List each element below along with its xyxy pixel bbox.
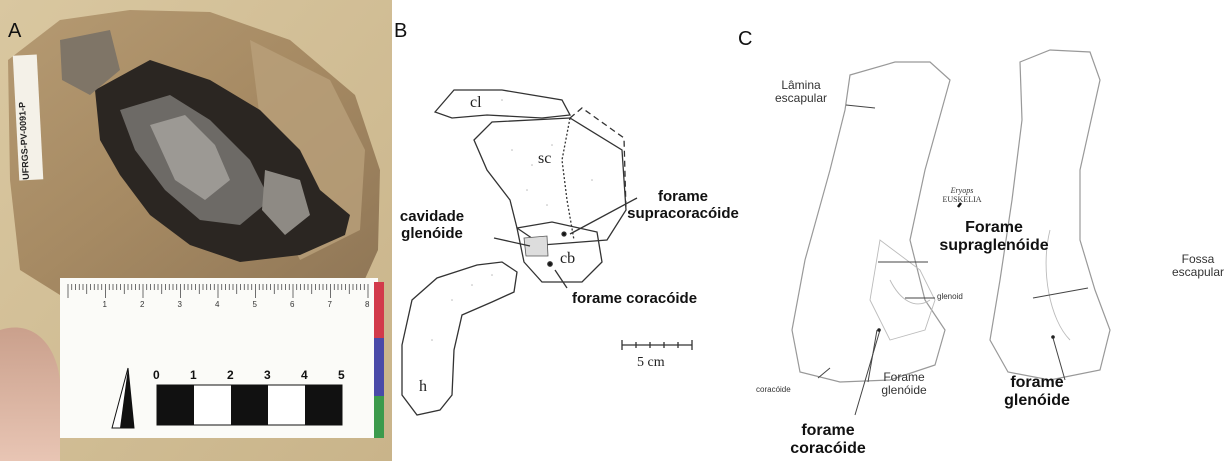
panel-b-letter: B (394, 20, 407, 42)
ruler-number: 2 (140, 301, 144, 310)
bar-scale-number: 4 (301, 369, 308, 382)
ruler-number: 8 (365, 301, 369, 310)
supracoracoid-foramen-dot (562, 232, 566, 236)
ruler-number: 5 (253, 301, 257, 310)
label-h: h (419, 378, 427, 396)
panel-a-letter: A (8, 20, 21, 42)
label-coracoide-small: coracóide (756, 386, 791, 395)
bar-scale-number: 3 (264, 369, 271, 382)
label-forame-glenoide-small: Forame glenóide (881, 371, 926, 397)
ruler-number: 7 (328, 301, 332, 310)
label-forame-coracoide: forame coracóide (572, 291, 697, 308)
label-sc: sc (538, 150, 551, 168)
left-scapula-outline (792, 62, 950, 382)
label-forame-glenoide-bold: forame glenóide (1004, 374, 1070, 409)
label-cl: cl (470, 94, 482, 112)
label-forame-supracoracoide: forame supracoracóide (627, 189, 739, 222)
panel-c-scapula-views: C Lâmina escapular Eryops EUSKELIA Foram… (750, 0, 1231, 461)
coracoid-foramen-dot (548, 262, 552, 266)
bar-scale-number: 1 (190, 369, 197, 382)
panel-b-drawing: B cl sc cb h cavidade glenóide forame su… (392, 0, 750, 461)
label-cb: cb (560, 250, 575, 268)
label-forame-coracoide-bold: forame coracóide (790, 422, 866, 457)
bar-scale-number: 2 (227, 369, 234, 382)
label-fossa-escapular: Fossa escapular (1172, 253, 1224, 279)
ruler-number: 3 (178, 301, 182, 310)
glenoid-foramen-dot (1051, 335, 1055, 339)
label-forame-supraglenoide: Forame supraglenóide (939, 219, 1048, 254)
bar-scale-number: 5 (338, 369, 345, 382)
scale-bar-label: 5 cm (637, 355, 665, 370)
panel-c-letter: C (738, 28, 752, 50)
fossil-photo (0, 0, 392, 461)
scapula-outline (474, 118, 626, 245)
label-glenoid: glenoid (937, 293, 963, 302)
clavicle-outline (435, 90, 570, 118)
label-euskelia: EUSKELIA (942, 196, 981, 205)
ruler-number: 6 (290, 301, 294, 310)
bar-scale-number: 0 (153, 369, 160, 382)
right-scapula-outline (990, 50, 1110, 380)
coracoid-foramen-dot (877, 328, 881, 332)
label-lamina-escapular: Lâmina escapular (775, 79, 827, 105)
ruler-number: 1 (103, 301, 107, 310)
ruler-number: 4 (215, 301, 219, 310)
label-cavidade-glenoide: cavidade glenóide (400, 209, 464, 242)
